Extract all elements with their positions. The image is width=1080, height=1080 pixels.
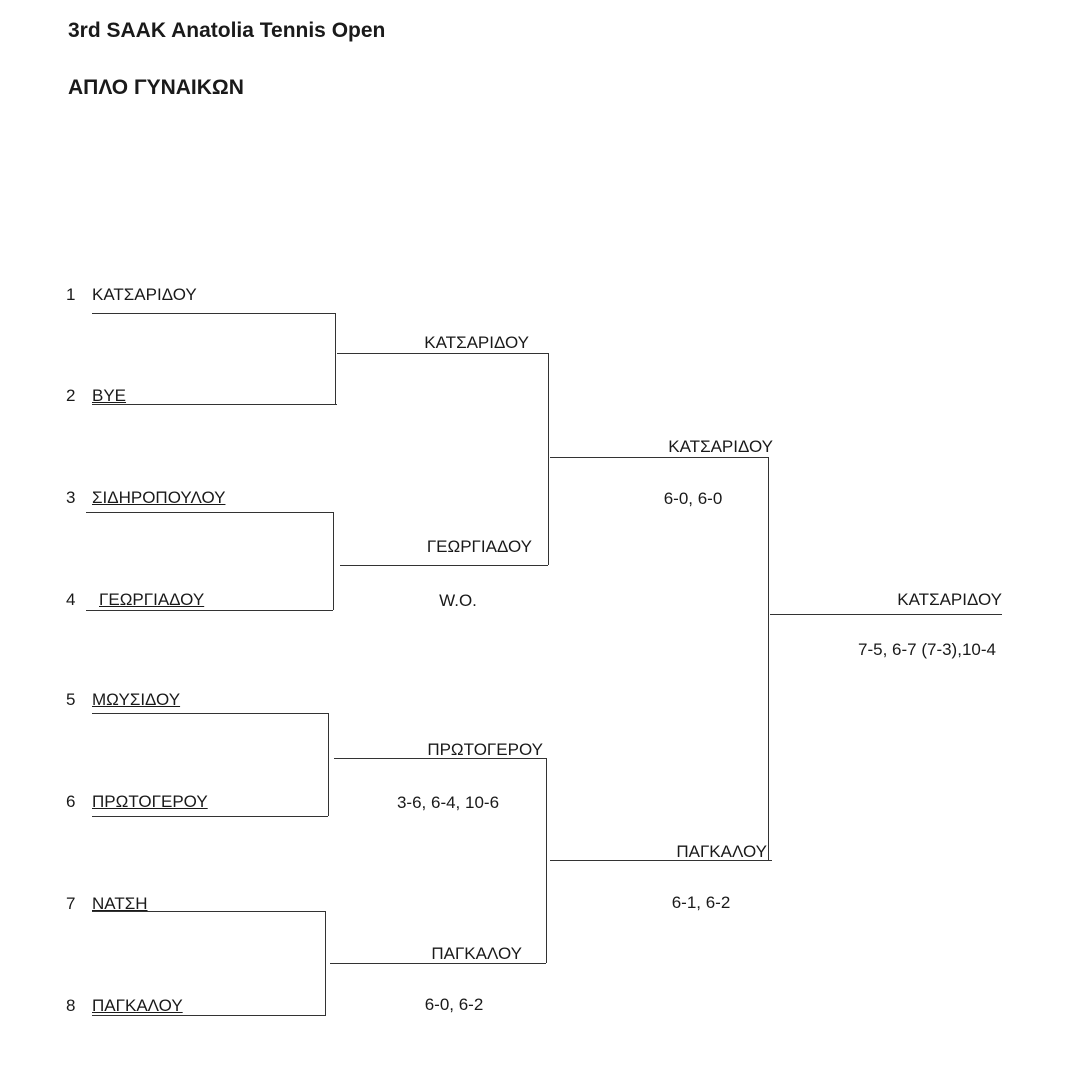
bracket-line [546, 758, 547, 963]
player-name: ΠΑΓΚΑΛΟΥ [676, 842, 767, 861]
bracket-line [325, 911, 326, 1015]
bracket-line [770, 614, 1002, 615]
player-name: ΚΑΤΣΑΡΙΔΟΥ [424, 333, 529, 352]
final-score: 7-5, 6-7 (7-3),10-4 [858, 640, 996, 659]
bracket-line [92, 911, 325, 912]
match-score: 6-0, 6-2 [424, 995, 484, 1014]
player-name: ΠΡΩΤΟΓΕΡΟΥ [427, 740, 543, 759]
bracket-line [550, 457, 768, 458]
seed-number: 4 [66, 590, 76, 609]
player-name: ΓΕΩΡΓΙΑΔΟΥ [99, 590, 205, 609]
bracket-line [92, 816, 328, 817]
seed-number: 6 [66, 792, 76, 811]
bracket-line [92, 313, 335, 314]
seed-number: 8 [66, 996, 76, 1015]
bracket-line [92, 404, 337, 405]
bracket-line [333, 512, 334, 610]
player-name: ΠΑΓΚΑΛΟΥ [92, 996, 183, 1015]
bracket-line [340, 565, 548, 566]
seed-number: 1 [66, 285, 76, 304]
bracket-line [548, 353, 549, 565]
player-name: ΠΡΩΤΟΓΕΡΟΥ [92, 792, 208, 811]
match-score: 6-0, 6-0 [663, 489, 723, 508]
seed-number: 5 [66, 690, 76, 709]
player-name: ΚΑΤΣΑΡΙΔΟΥ [92, 285, 197, 304]
bracket-line [337, 353, 548, 354]
player-name: ΣΙΔΗΡΟΠΟΥΛΟΥ [92, 488, 226, 507]
match-score: 6-1, 6-2 [671, 893, 731, 912]
bracket-line [92, 713, 328, 714]
match-score: 3-6, 6-4, 10-6 [396, 793, 500, 812]
bracket-line [86, 610, 333, 611]
seed-number: 3 [66, 488, 76, 507]
player-name: ΚΑΤΣΑΡΙΔΟΥ [668, 437, 773, 456]
seed-number: 7 [66, 894, 76, 913]
bracket-line [86, 512, 333, 513]
bracket-line [550, 860, 772, 861]
bracket-line [92, 1015, 326, 1016]
bracket-line [330, 963, 546, 964]
player-name: ΜΩΥΣΙΔΟΥ [92, 690, 181, 709]
match-score: W.O. [439, 591, 477, 610]
player-name: ΓΕΩΡΓΙΑΔΟΥ [426, 537, 532, 556]
tournament-title: 3rd SAAK Anatolia Tennis Open [68, 19, 386, 42]
bracket-line [334, 758, 546, 759]
champion-name: ΚΑΤΣΑΡΙΔΟΥ [897, 590, 1002, 609]
bracket-line [335, 313, 336, 404]
bracket-line [768, 457, 769, 860]
player-name: ΠΑΓΚΑΛΟΥ [431, 944, 522, 963]
event-title: ΑΠΛΟ ΓΥΝΑΙΚΩΝ [68, 76, 244, 99]
player-name: BYE [92, 386, 127, 405]
seed-number: 2 [66, 386, 76, 405]
bracket-line [328, 713, 329, 816]
player-name: ΝΑΤΣΗ [92, 894, 148, 913]
